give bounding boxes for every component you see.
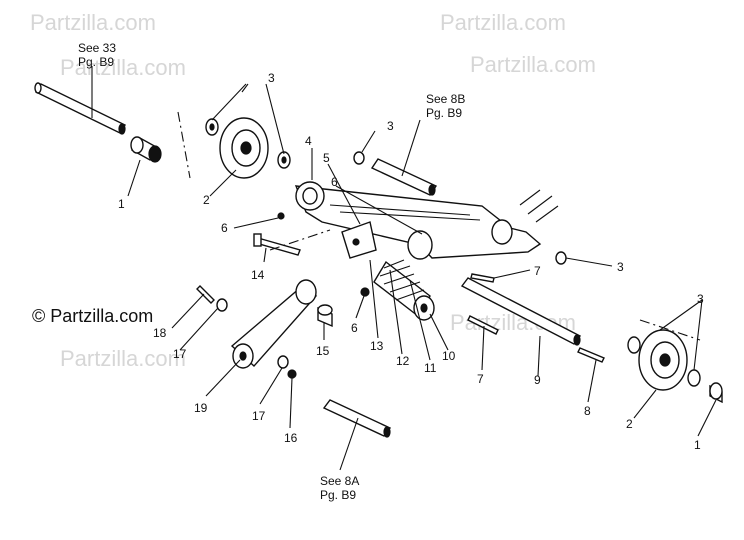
callout-number: 1 [694, 438, 701, 452]
idler-wheel-upper [219, 117, 269, 179]
callout-number: 7 [534, 264, 541, 278]
bolt-7-lower [467, 315, 499, 335]
watermark-right: Partzilla.com [470, 52, 596, 77]
callout-number: 3 [617, 260, 624, 274]
reference-note-line1: See 33 [78, 41, 116, 55]
washer-lower-right [687, 369, 701, 387]
callout-number: 6 [351, 321, 358, 335]
washer-small [353, 151, 365, 165]
watermark-lower-left: Partzilla.com [60, 346, 186, 371]
callout-number: 18 [153, 326, 167, 340]
bolt-18 [196, 285, 215, 304]
callout-number: 6 [331, 175, 338, 189]
washer-hole [209, 123, 215, 131]
callout-number: 19 [194, 401, 208, 415]
shaft-upper-right [370, 158, 438, 196]
reference-note-line1: See 8B [426, 92, 465, 106]
bolt-7-right [470, 273, 495, 283]
spacer-upper-left [130, 136, 162, 163]
bushing-15 [317, 304, 333, 328]
nut-6-upper [277, 212, 285, 220]
reference-note-line2: Pg. B9 [78, 55, 114, 69]
washer-hole [281, 156, 287, 164]
bolt-8 [577, 347, 605, 363]
reference-note-line1: See 8A [320, 474, 359, 488]
watermark-top-right: Partzilla.com [440, 10, 566, 35]
callout-number: 11 [424, 361, 437, 375]
shaft-lower [322, 399, 392, 438]
watermark-copyright: © Partzilla.com [32, 306, 153, 326]
callout-number: 17 [252, 409, 266, 423]
watermark-top-left: Partzilla.com [30, 10, 156, 35]
washer-3-right [555, 251, 567, 265]
callout-number: 15 [316, 344, 330, 358]
reference-note-line2: Pg. B9 [426, 106, 462, 120]
reference-note-line2: Pg. B9 [320, 488, 356, 502]
callout-number: 17 [173, 347, 187, 361]
swing-arm [294, 181, 559, 260]
callout-number: 6 [221, 221, 228, 235]
callout-number: 13 [370, 339, 384, 353]
callout-number: 3 [387, 119, 394, 133]
link-arm [230, 279, 318, 369]
washer-17-upper [216, 298, 228, 312]
callout-number: 5 [323, 151, 330, 165]
callout-number: 10 [442, 349, 456, 363]
shock-absorber [373, 259, 435, 321]
washer-lower-left [627, 336, 641, 354]
axis-line-center [269, 229, 331, 251]
leader-lines [91, 66, 717, 471]
mounting-bracket [341, 221, 377, 259]
callout-number: 2 [626, 417, 633, 431]
idler-wheel-lower [638, 329, 688, 391]
callout-number: 3 [697, 292, 704, 306]
callout-number: 9 [534, 373, 541, 387]
watermark-left: Partzilla.com [60, 55, 186, 80]
callout-number: 2 [203, 193, 210, 207]
callout-number: 4 [305, 134, 312, 148]
spacer-lower-right [709, 382, 723, 404]
axis-line-left [177, 111, 191, 179]
callout-number: 1 [118, 197, 125, 211]
callout-number: 3 [268, 71, 275, 85]
callout-number: 8 [584, 404, 591, 418]
callout-number: 12 [396, 354, 410, 368]
callout-number: 16 [284, 431, 298, 445]
nut-16 [287, 369, 297, 379]
callout-number: 14 [251, 268, 265, 282]
shaft-upper-left [34, 82, 127, 135]
shaft-9 [460, 277, 582, 346]
bolt-14 [253, 233, 301, 256]
callout-number: 7 [477, 372, 484, 386]
nut-6-lower [360, 287, 370, 297]
washer-17-lower [277, 355, 289, 369]
